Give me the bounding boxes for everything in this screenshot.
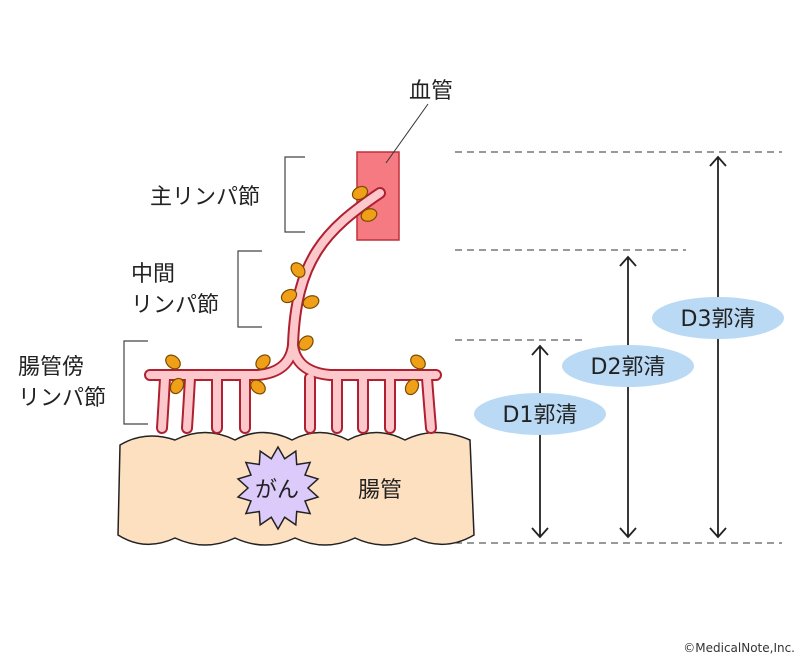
d3-range-arrow: [709, 155, 727, 539]
lymphatic-vessel: [289, 341, 440, 379]
lymphatic-vessel: [423, 374, 435, 432]
main-node-label: 主リンパ節: [150, 185, 260, 210]
lymph-node: [360, 208, 378, 222]
paracolic-node-bracket: [123, 340, 148, 425]
d3-pill: [652, 297, 784, 339]
lymph-node: [255, 354, 271, 370]
lymph-node: [351, 185, 369, 201]
blood-vessel-label: 血管: [409, 79, 453, 104]
lymphatic-vessel: [289, 189, 384, 349]
lymph-node: [280, 288, 298, 304]
d1-pill: [474, 393, 606, 435]
lymph-node: [410, 354, 426, 370]
lymphatic-vessels: [144, 187, 442, 434]
intestine-label: 腸管: [358, 478, 402, 503]
d1-label: D1郭清: [503, 403, 578, 428]
paracolic-node-label-2: リンパ節: [18, 386, 106, 411]
intermediate-node-label-2: リンパ節: [131, 293, 219, 318]
d1-range-arrow: [531, 344, 549, 539]
intermediate-node-bracket: [237, 250, 262, 328]
main-node-bracket: [284, 156, 305, 233]
cancer-tumor: [236, 445, 320, 531]
intermediate-node-label-1: 中間: [131, 262, 175, 287]
lymph-node: [298, 335, 314, 351]
lymph-node: [404, 378, 420, 396]
lymph-node: [250, 379, 266, 395]
vessel-leader-line: [385, 103, 429, 164]
cancer-label: がん: [255, 478, 299, 503]
d3-label: D3郭清: [681, 307, 756, 332]
lymph-node: [169, 377, 185, 395]
d2-label: D2郭清: [591, 355, 666, 380]
lymph-node: [302, 295, 320, 309]
lymphatic-vessel: [183, 374, 194, 432]
lymphatic-vessel: [158, 374, 169, 432]
d2-pill: [562, 345, 694, 387]
copyright: ©MedicalNote,Inc.: [683, 641, 795, 655]
lymph-nodes: [165, 185, 426, 396]
lymph-node: [165, 354, 181, 370]
lymph-node: [290, 262, 306, 278]
paracolic-node-label-1: 腸管傍: [18, 355, 84, 380]
d2-range-arrow: [619, 255, 637, 539]
